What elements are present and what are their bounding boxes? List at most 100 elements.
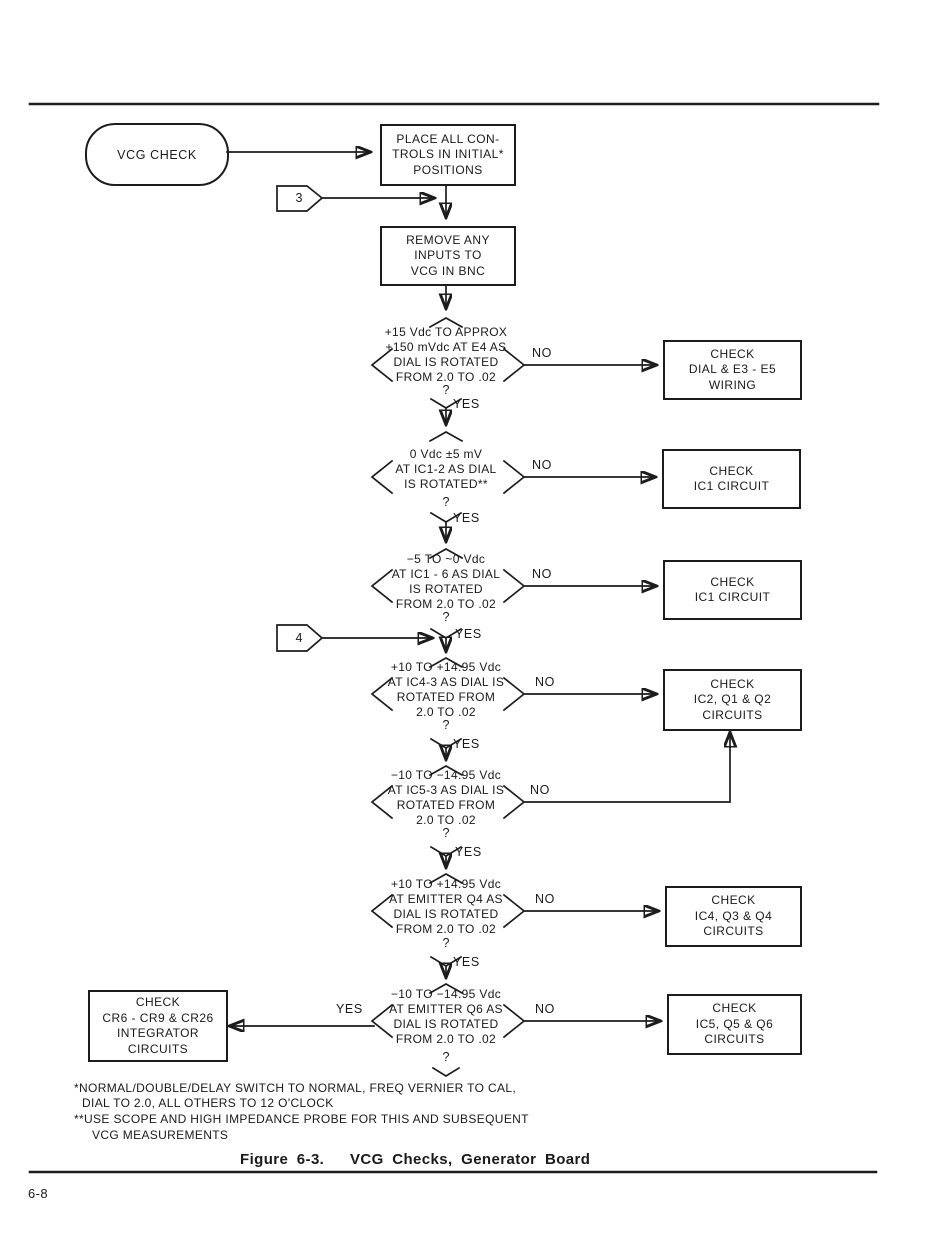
decision-d4-no-label: NO [535, 675, 555, 689]
decision-line: DIAL IS ROTATED [393, 907, 499, 921]
decision-line: DIAL IS ROTATED [393, 1017, 499, 1031]
decision-line: FROM 2.0 TO .02 [395, 922, 497, 936]
decision-d5-yes-label: YES [455, 845, 482, 859]
check-line: CIRCUITS [702, 707, 763, 722]
connector-4-shape [276, 624, 432, 652]
decision-line: FROM 2.0 TO .02 [395, 597, 497, 611]
decision-line: IS ROTATED [409, 582, 483, 596]
decision-d6-no-label: NO [535, 892, 555, 906]
connector-3-shape [276, 185, 434, 212]
check-ic4-q3-q4-box: CHECK IC4, Q3 & Q4 CIRCUITS [665, 886, 802, 947]
footnote-4: VCG MEASUREMENTS [92, 1128, 229, 1142]
decision-d3-yes-label: YES [455, 627, 482, 641]
check-ic5-q5-q6-box: CHECK IC5, Q5 & Q6 CIRCUITS [667, 994, 802, 1055]
decision-d7-text: −10 TO −14.95 Vdc AT EMITTER Q6 AS DIAL … [361, 987, 531, 1047]
check-line: IC1 CIRCUIT [693, 479, 770, 493]
footnote-3: **USE SCOPE AND HIGH IMPEDANCE PROBE FOR… [74, 1112, 529, 1126]
check-line: CHECK [710, 676, 755, 691]
decision-line: FROM 2.0 TO .02 [395, 370, 497, 384]
decision-d4-shape [370, 657, 656, 759]
decision-d2-question-mark: ? [442, 495, 450, 509]
check-line: IC4, Q3 & Q4 [694, 908, 773, 923]
decision-d2-yes-label: YES [453, 511, 480, 525]
decision-line: AT IC4-3 AS DIAL IS [387, 675, 505, 689]
decision-d2-shape [370, 431, 655, 541]
decision-line: AT IC1 - 6 AS DIAL [391, 567, 501, 581]
decision-d7-no-label: NO [535, 1002, 555, 1016]
check-line: IC5, Q5 & Q6 [695, 1016, 774, 1031]
check-line: WIRING [708, 377, 757, 392]
decision-d6-question-mark: ? [442, 936, 450, 950]
decision-line: ROTATED FROM [396, 690, 496, 704]
decision-line: +10 TO +14.95 Vdc [390, 660, 502, 674]
process-remove-inputs: REMOVE ANY INPUTS TO VCG IN BNC [380, 226, 516, 286]
decision-d5-text: −10 TO −14.95 Vdc AT IC5-3 AS DIAL IS RO… [361, 768, 531, 828]
decision-line: ROTATED FROM [396, 798, 496, 812]
decision-d6-shape [370, 873, 658, 977]
decision-line: −5 TO ~0 Vdc [406, 552, 486, 566]
check-line: IC2, Q1 & Q2 [693, 692, 772, 707]
decision-d4-text: +10 TO +14.95 Vdc AT IC4-3 AS DIAL IS RO… [361, 660, 531, 720]
start-terminal: VCG CHECK [85, 123, 229, 186]
check-line: CHECK [710, 574, 755, 589]
footnote-1: *NORMAL/DOUBLE/DELAY SWITCH TO NORMAL, F… [74, 1081, 517, 1095]
page-number: 6-8 [28, 1186, 48, 1201]
connector-4-label: 4 [295, 631, 303, 645]
decision-d6-yes-label: YES [453, 955, 480, 969]
check-line: CHECK [712, 1001, 757, 1016]
decision-d2-text: 0 Vdc ±5 mV AT IC1-2 AS DIAL IS ROTATED*… [361, 447, 531, 492]
decision-line: AT EMITTER Q4 AS [389, 892, 503, 906]
check-dial-wiring-box: CHECK DIAL & E3 - E5 WIRING [663, 340, 802, 400]
check-ic1-circuit-box-2: CHECK IC1 CIRCUIT [663, 560, 802, 620]
decision-line: AT IC5-3 AS DIAL IS [387, 783, 505, 797]
decision-d3-text: −5 TO ~0 Vdc AT IC1 - 6 AS DIAL IS ROTAT… [361, 552, 531, 612]
process-line: TROLS IN INITIAL* [392, 147, 504, 162]
check-line: CHECK [711, 893, 756, 908]
decision-line: AT IC1-2 AS DIAL [395, 462, 497, 476]
decision-line: 0 Vdc ±5 mV [409, 447, 483, 461]
decision-d1-question-mark: ? [442, 383, 450, 397]
check-ic1-circuit-box-1: CHECK IC1 CIRCUIT [662, 449, 801, 509]
process-line: REMOVE ANY [406, 232, 490, 247]
process-line: POSITIONS [413, 162, 483, 177]
decision-line: DIAL IS ROTATED [393, 355, 499, 369]
decision-d4-question-mark: ? [442, 718, 450, 732]
check-line: DIAL & E3 - E5 [688, 362, 777, 377]
process-place-controls: PLACE ALL CON- TROLS IN INITIAL* POSITIO… [380, 124, 516, 186]
start-label: VCG CHECK [117, 147, 197, 162]
decision-d7-shape [230, 983, 660, 1077]
decision-line: FROM 2.0 TO .02 [395, 1032, 497, 1046]
decision-d5-no-label: NO [530, 783, 550, 797]
decision-d1-yes-label: YES [453, 397, 480, 411]
check-line: CHECK [135, 995, 181, 1009]
decision-line: −10 TO −14.95 Vdc [390, 768, 502, 782]
decision-d4-yes-label: YES [453, 737, 480, 751]
check-line: CHECK [709, 463, 754, 478]
decision-d1-text: +15 Vdc TO APPROX +150 mVdc AT E4 AS DIA… [361, 325, 531, 385]
decision-line: AT EMITTER Q6 AS [389, 1002, 503, 1016]
check-line: CIRCUITS [704, 1032, 765, 1047]
decision-d3-no-label: NO [532, 567, 552, 581]
process-line: PLACE ALL CON- [396, 131, 500, 146]
decision-d2-no-label: NO [532, 458, 552, 472]
decision-line: −10 TO −14.95 Vdc [390, 987, 502, 1001]
check-line: CR6 - CR9 & CR26 [102, 1010, 214, 1025]
process-line: VCG IN BNC [410, 263, 486, 278]
decision-d7-question-mark: ? [442, 1050, 450, 1064]
decision-line: 2.0 TO .02 [416, 705, 476, 719]
decision-d6-text: +10 TO +14.95 Vdc AT EMITTER Q4 AS DIAL … [361, 877, 531, 937]
decision-line: 2.0 TO .02 [416, 813, 476, 827]
decision-d1-shape [370, 317, 656, 424]
decision-d1-no-label: NO [532, 346, 552, 360]
connector-3-label: 3 [295, 191, 303, 205]
decision-d3-shape [370, 548, 656, 651]
check-line: INTEGRATOR [116, 1026, 200, 1040]
decision-d5-shape [370, 733, 730, 867]
check-ic2-q1-q2-box: CHECK IC2, Q1 & Q2 CIRCUITS [663, 669, 802, 731]
check-line: CHECK [710, 346, 755, 361]
decision-d3-question-mark: ? [442, 610, 450, 624]
process-line: INPUTS TO [414, 248, 482, 263]
check-line: CIRCUITS [703, 924, 764, 939]
